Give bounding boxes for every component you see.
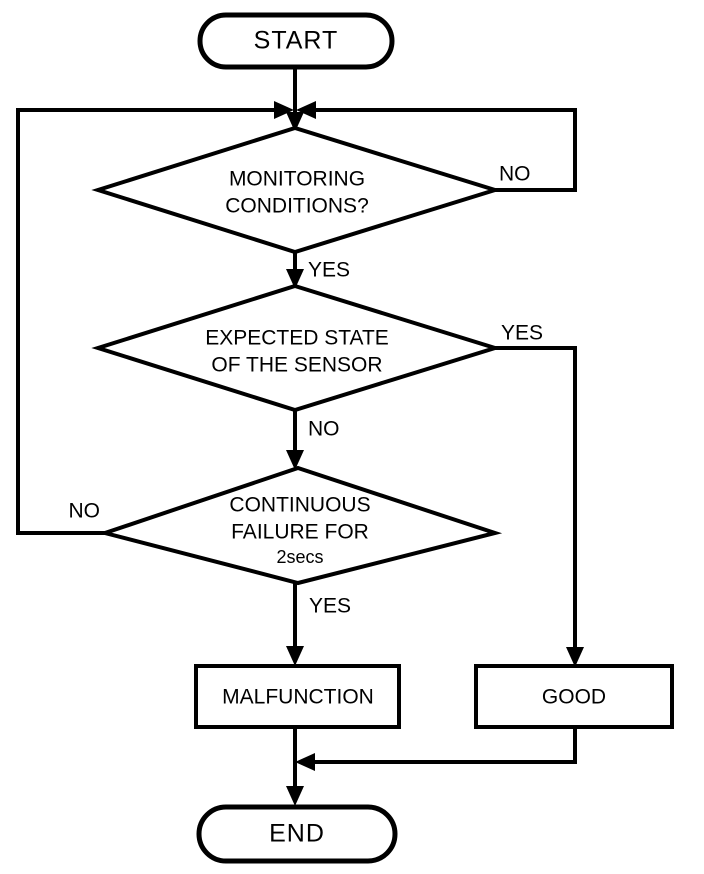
connector-decision3-to-malfunction (286, 583, 304, 666)
connector-good-to-merge (295, 727, 577, 771)
node-good-label: GOOD (542, 686, 606, 709)
node-decision-continuous-failure[interactable]: CONTINUOUS FAILURE FOR 2secs (97, 465, 503, 586)
node-decision1-label-line2: CONDITIONS? (225, 195, 369, 218)
node-process-good[interactable]: GOOD (474, 664, 674, 729)
edge-label-decision1-no: NO (499, 163, 531, 186)
node-decision3-label-line1: CONTINUOUS (229, 494, 370, 517)
node-decision3-label-line2: FAILURE FOR (231, 521, 369, 544)
connector-junction-to-decision1 (286, 110, 304, 132)
connector-decision1-no-loop (296, 101, 577, 192)
connector-decision3-no-loop (16, 101, 294, 535)
node-malfunction-label: MALFUNCTION (222, 686, 374, 709)
node-decision-monitoring-conditions[interactable]: MONITORING CONDITIONS? (91, 125, 502, 255)
edge-label-decision3-yes: YES (309, 595, 351, 618)
node-decision3-label-line3: 2secs (276, 547, 323, 567)
edge-label-decision2-no: NO (308, 418, 340, 441)
edge-label-decision2-yes: YES (501, 322, 543, 345)
edge-label-decision3-no: NO (69, 500, 101, 523)
connector-decision2-to-decision3 (286, 410, 304, 470)
node-decision1-label-line1: MONITORING (229, 168, 365, 191)
edge-label-decision1-yes: YES (308, 259, 350, 282)
node-decision2-label-line1: EXPECTED STATE (205, 327, 389, 350)
connector-decision1-to-decision2 (286, 252, 304, 289)
node-decision-expected-state[interactable]: EXPECTED STATE OF THE SENSOR (91, 283, 502, 413)
node-end-label: END (269, 820, 325, 848)
node-process-malfunction[interactable]: MALFUNCTION (194, 664, 401, 729)
node-decision2-label-line2: OF THE SENSOR (211, 354, 382, 377)
node-end[interactable]: END (196, 804, 398, 864)
node-start[interactable]: START (197, 12, 395, 70)
connector-decision2-to-good (495, 346, 584, 667)
node-start-label: START (254, 27, 339, 55)
connector-malfunction-to-end (286, 727, 304, 806)
